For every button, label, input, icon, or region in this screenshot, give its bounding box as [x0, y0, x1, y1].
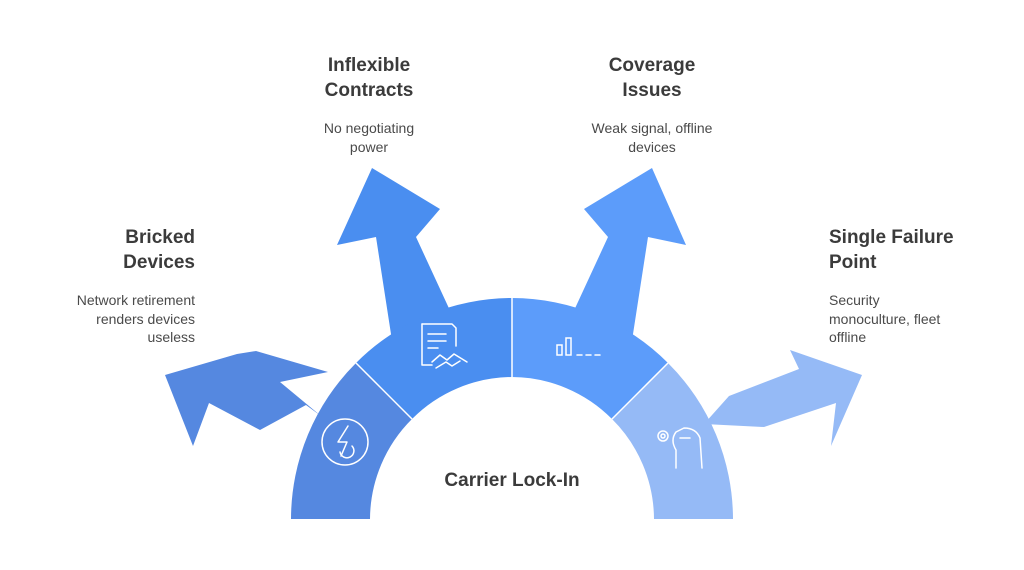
- arrow-bricked-devices: [165, 351, 328, 446]
- power-bolt-icon: [321, 418, 369, 466]
- item-single-failure-point: Single Failure Point Security monocultur…: [829, 225, 1009, 347]
- item-coverage-issues: Coverage Issues Weak signal, offline dev…: [567, 53, 737, 156]
- item-title: Coverage Issues: [608, 55, 696, 101]
- item-inflexible-contracts: Inflexible Contracts No negotiating powe…: [284, 53, 454, 156]
- arc-segment-coverage-issues: [512, 298, 668, 419]
- item-bricked-devices: Bricked Devices Network retirement rende…: [40, 225, 195, 347]
- hand-gear-icon: [657, 427, 703, 469]
- item-description: Weak signal, offline devices: [591, 120, 713, 155]
- center-label: Carrier Lock-In: [444, 470, 580, 491]
- arrow-inflexible-contracts: [337, 168, 459, 360]
- item-description: Network retirement renders devices usele…: [76, 292, 195, 345]
- arc-segment-bricked-devices: [291, 363, 412, 519]
- item-title: Inflexible Contracts: [324, 55, 414, 101]
- item-description: No negotiating power: [323, 120, 415, 155]
- signal-bars-icon: [556, 337, 601, 356]
- item-title: Single Failure Point: [829, 227, 954, 273]
- item-description: Security monoculture, fleet offline: [829, 292, 941, 345]
- contract-handshake-icon: [421, 323, 468, 369]
- arc-segment-inflexible-contracts: [356, 298, 512, 419]
- arrow-coverage-issues: [565, 168, 686, 360]
- item-title: Bricked Devices: [123, 227, 195, 273]
- arrow-single-failure-point: [704, 350, 862, 446]
